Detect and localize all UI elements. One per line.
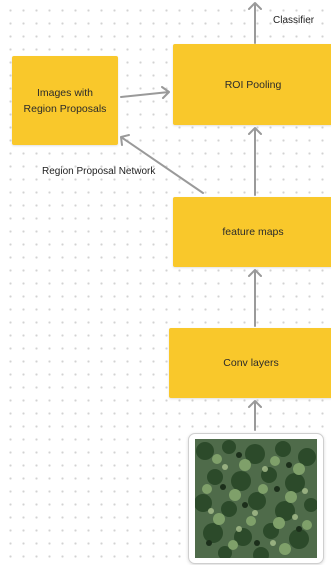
input-image-frame xyxy=(188,433,324,564)
node-roi-label: ROI Pooling xyxy=(224,78,282,91)
node-conv-layers: Conv layers xyxy=(169,328,331,398)
node-images-label: Images with Region Proposals xyxy=(23,86,107,115)
arrow-conv-to-feature xyxy=(248,269,262,327)
node-roi-pooling: ROI Pooling xyxy=(173,44,331,125)
arrow-feature-to-images xyxy=(120,134,204,194)
node-conv-label: Conv layers xyxy=(223,357,279,369)
label-region-proposal-network: Region Proposal Network xyxy=(42,166,156,177)
node-images-with-region-proposals: Images with Region Proposals xyxy=(12,56,118,145)
input-image-forest xyxy=(195,439,317,558)
label-classifier: Classifier xyxy=(273,15,315,26)
arrow-roi-to-classifier xyxy=(248,2,262,44)
arrow-feature-to-roi xyxy=(248,127,262,196)
node-feature-maps: feature maps xyxy=(173,197,331,267)
arrow-image-to-conv xyxy=(248,400,262,431)
arrow-images-to-roi xyxy=(120,86,170,99)
node-feature-label: feature maps xyxy=(222,226,284,238)
